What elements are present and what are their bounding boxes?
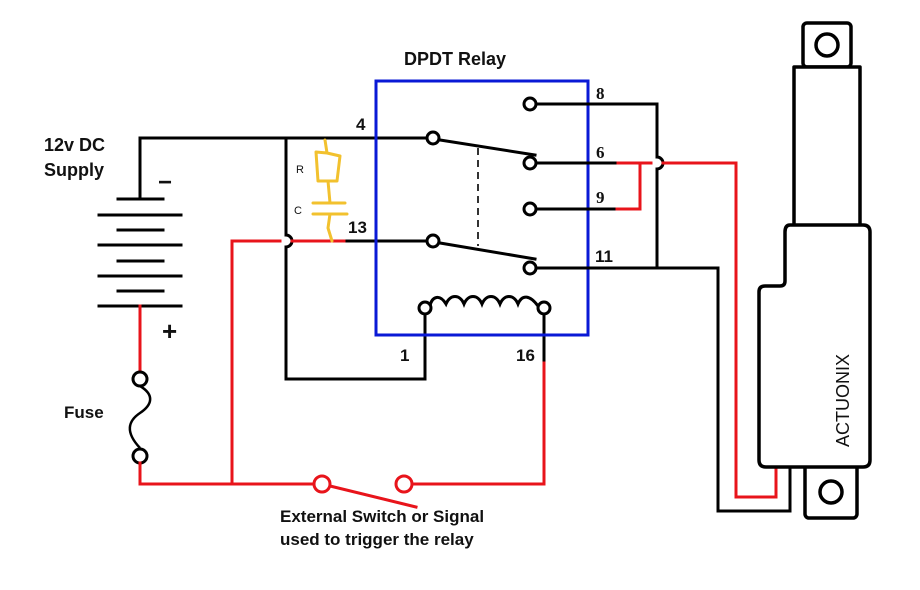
resistor-label: R xyxy=(296,164,304,176)
contact-6 xyxy=(522,155,538,171)
fuse-label: Fuse xyxy=(64,403,104,422)
rc-snubber xyxy=(311,138,349,243)
fuse-symbol xyxy=(128,370,152,465)
wire-pin8-to-pin11 xyxy=(534,102,665,270)
battery-symbol xyxy=(97,197,183,308)
wire-pin11-to-actuator xyxy=(534,266,792,513)
wire-neg-to-coil-pin1 xyxy=(284,136,427,381)
mount-hole-top-icon xyxy=(814,32,840,58)
contact-8 xyxy=(522,96,538,112)
supply-label-line1: 12v DC xyxy=(44,135,105,155)
switch-caption-line2: used to trigger the relay xyxy=(280,530,474,549)
supply-label-line2: Supply xyxy=(44,160,104,180)
switch-arm-upper xyxy=(438,138,537,157)
wire-fuse-to-switch xyxy=(138,461,320,486)
pin-label-16: 16 xyxy=(516,346,535,365)
wire-positive-to-pin13 xyxy=(230,239,282,486)
pin-label-1: 1 xyxy=(400,346,409,365)
linear-actuator: ACTUONIX xyxy=(757,21,872,520)
relay-title: DPDT Relay xyxy=(404,49,506,69)
positive-terminal-sign: + xyxy=(162,316,177,346)
switch-caption-line1: External Switch or Signal xyxy=(280,507,484,526)
pin-label-11: 11 xyxy=(595,247,613,266)
contact-common-13 xyxy=(425,233,441,249)
relay-coil xyxy=(428,295,540,309)
coil-terminal-1 xyxy=(417,300,433,316)
contact-9 xyxy=(522,201,538,217)
wire-pin6-to-actuator xyxy=(661,161,778,499)
mount-hole-bottom-icon xyxy=(818,479,844,505)
pin-label-4: 4 xyxy=(356,115,366,134)
wire-negative-to-pin4 xyxy=(138,136,435,201)
pin-label-6: 6 xyxy=(596,143,605,162)
wire-switch-to-pin16 xyxy=(410,358,546,486)
switch-arm-lower xyxy=(438,241,537,261)
coil-terminal-16 xyxy=(536,300,552,316)
contact-common-4 xyxy=(425,130,441,146)
capacitor-label: C xyxy=(294,205,302,217)
pin-label-9: 9 xyxy=(596,188,605,207)
contact-11 xyxy=(522,260,538,276)
wire-pin9-to-pin6 xyxy=(615,161,642,211)
pin-label-13: 13 xyxy=(348,218,367,237)
negative-terminal-sign: − xyxy=(158,169,172,196)
actuator-brand: ACTUONIX xyxy=(833,354,853,447)
pin-label-8: 8 xyxy=(596,84,605,103)
external-switch[interactable] xyxy=(312,474,418,509)
